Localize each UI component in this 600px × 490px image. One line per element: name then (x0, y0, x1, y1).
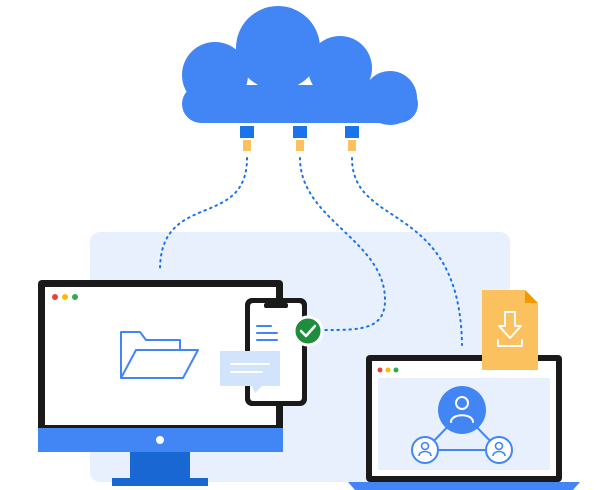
cloud-icon (182, 6, 418, 125)
window-dot-yellow (62, 294, 68, 300)
document-lines-icon (256, 325, 278, 341)
folder-icon (120, 331, 199, 379)
laptop-dot-yellow (385, 367, 391, 373)
laptop (348, 355, 580, 490)
window-dot-red (52, 294, 58, 300)
monitor-base (112, 478, 208, 486)
checkmark-icon (292, 315, 324, 347)
connector-middle (293, 126, 307, 151)
download-icon (497, 311, 523, 347)
phone-notch (264, 303, 288, 308)
laptop-dot-green (393, 367, 399, 373)
connection-line-right (351, 157, 463, 346)
user-network (411, 386, 513, 464)
laptop-dot-red (377, 367, 383, 373)
connector-right (345, 126, 359, 151)
connector-left (240, 126, 254, 151)
connection-line-left (159, 157, 248, 271)
monitor-power-dot (156, 436, 164, 444)
monitor-neck (130, 452, 190, 480)
download-document (482, 290, 538, 370)
user-icon (438, 386, 486, 434)
user-icon-right (485, 436, 513, 464)
chat-bubble-icon (220, 351, 280, 393)
laptop-base (348, 482, 580, 490)
user-icon-left (411, 436, 439, 464)
dotted-connections (159, 157, 463, 346)
connection-line-middle (299, 157, 387, 331)
cloud-connectors (240, 126, 359, 151)
window-dot-green (72, 294, 78, 300)
